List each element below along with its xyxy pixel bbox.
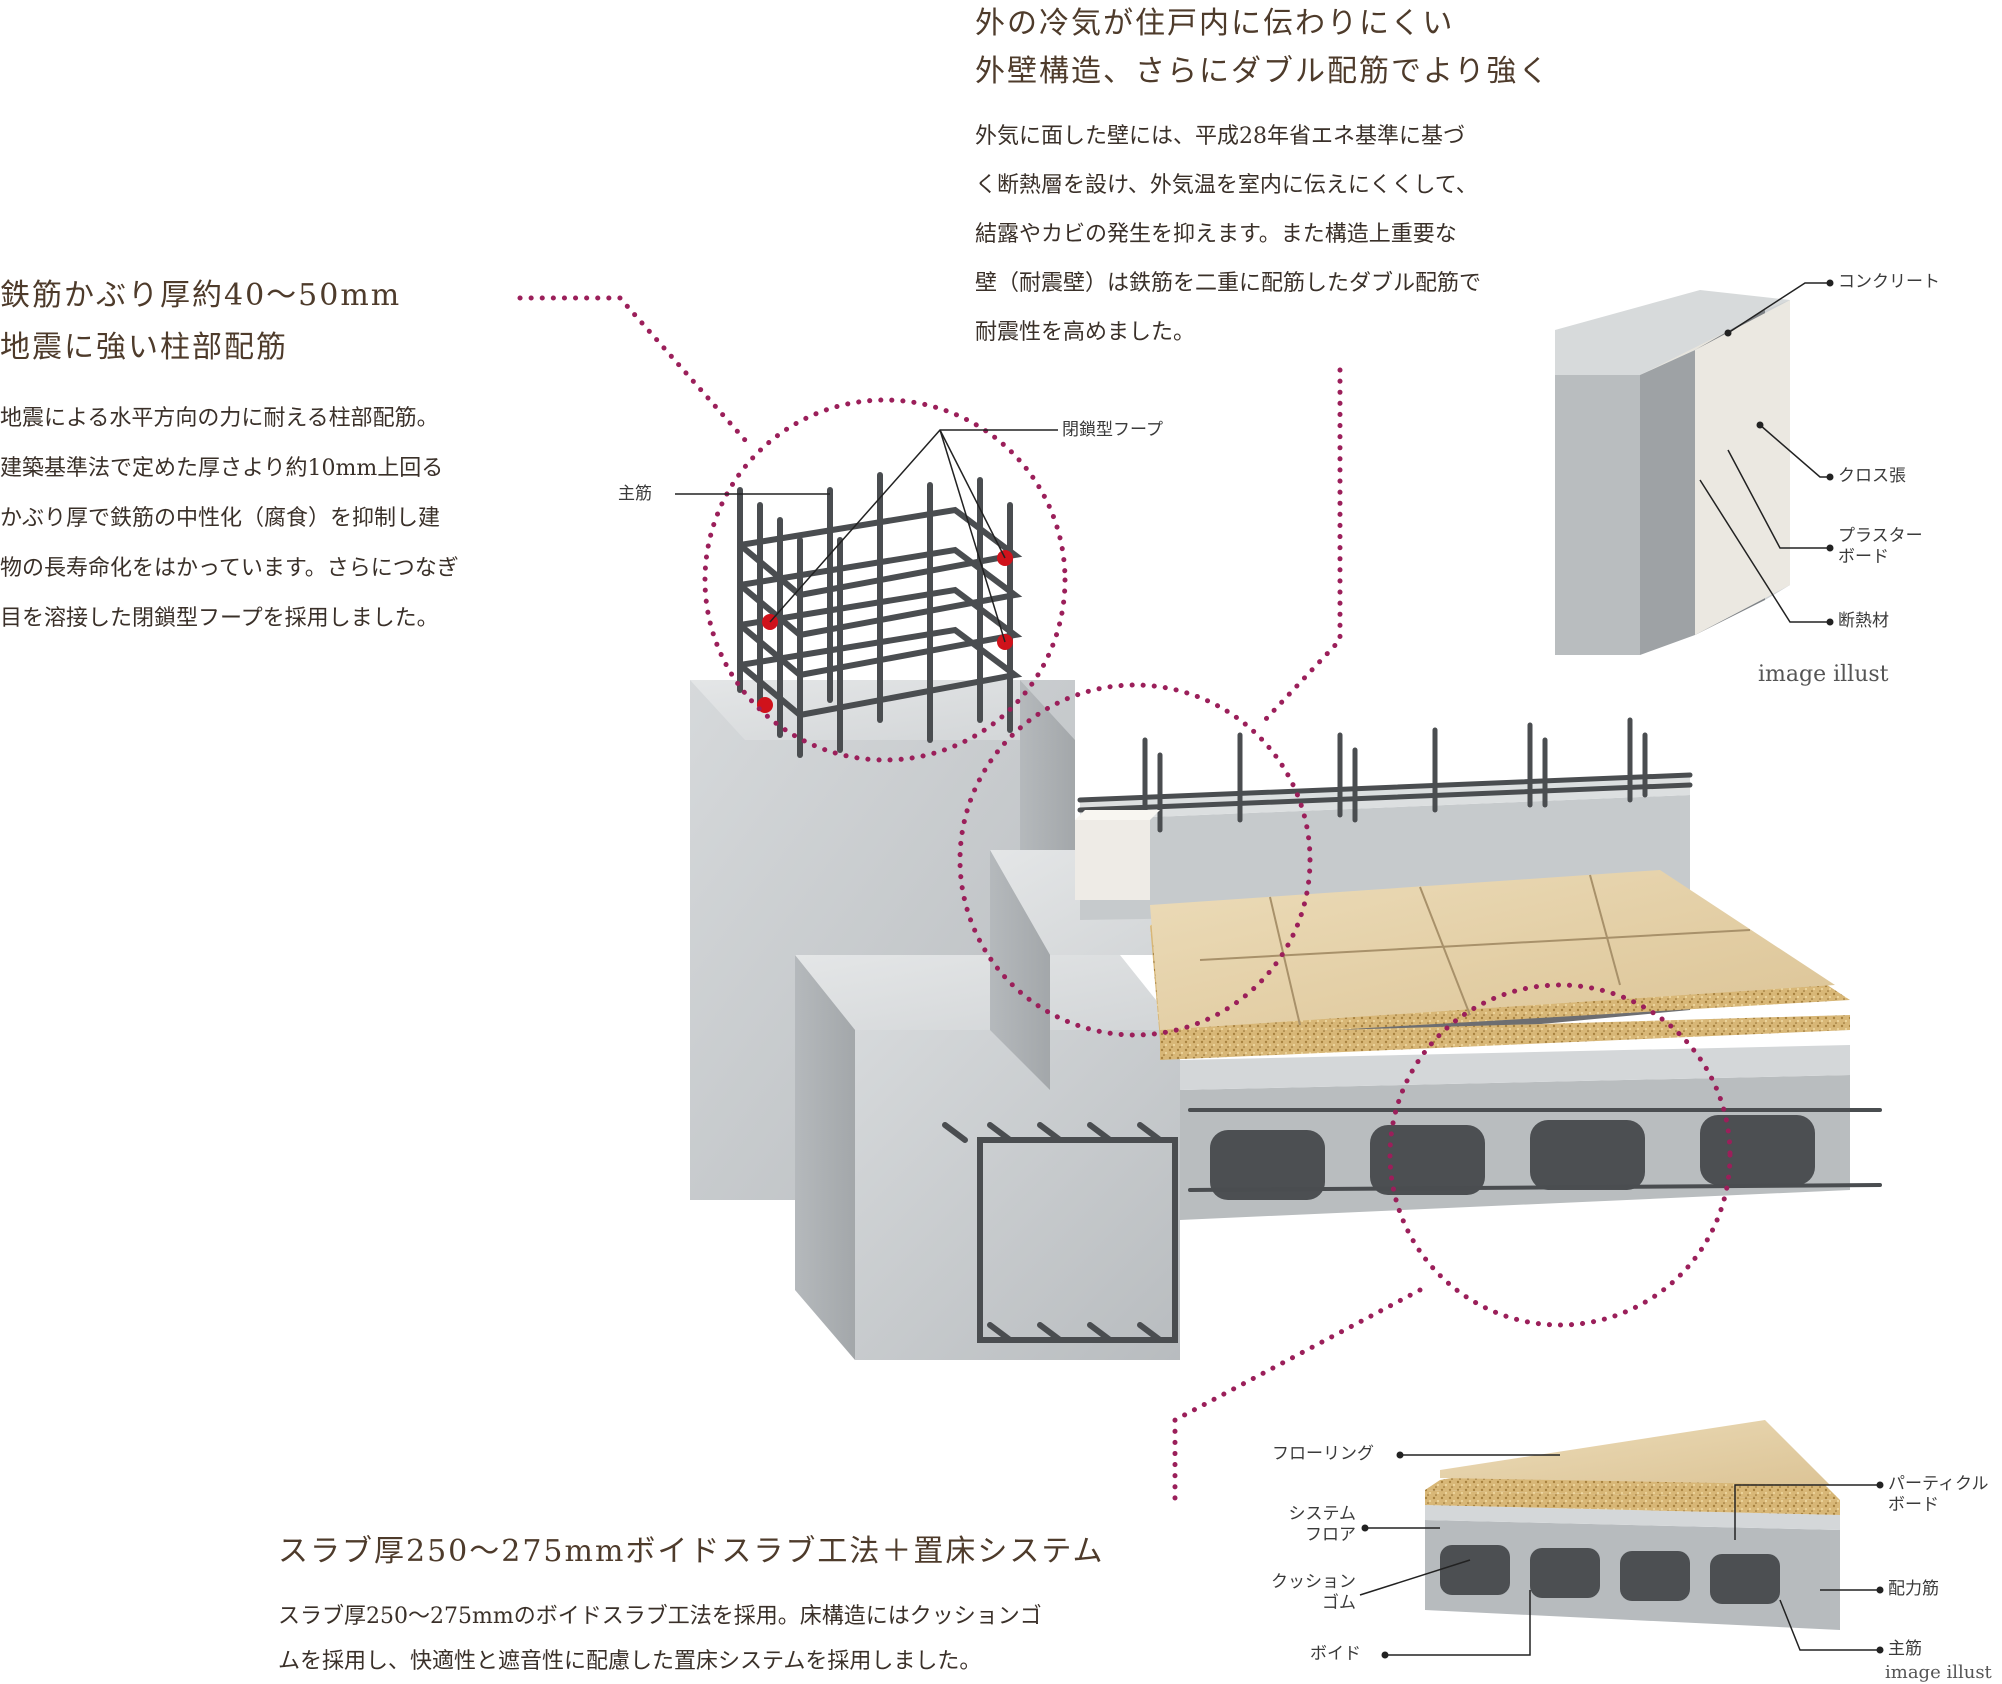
wall-body-line: 耐震性を高めました。 [975, 320, 1196, 345]
beam-rebar [942, 1122, 1178, 1343]
column-heading-line-1: 鉄筋かぶり厚約40～50mm [0, 278, 402, 313]
label-system-floor: システム フロア [1272, 1504, 1357, 1546]
label-flooring: フローリング [1272, 1444, 1374, 1464]
wall-body-line: 結露やカビの発生を抑えます。また構造上重要な [975, 222, 1457, 247]
column-heading-line-2: 地震に強い柱部配筋 [0, 330, 288, 365]
floor-system [1150, 870, 1850, 1060]
wall-section-inset [1555, 290, 1790, 655]
wall-illust-caption: image illust [1758, 662, 1889, 687]
label-slab-main-rebar: 主筋 [1888, 1639, 1922, 1659]
wall-body-line: く断熱層を設け、外気温を室内に伝えにくくして、 [975, 173, 1478, 198]
slab-rebar [1188, 1108, 1882, 1192]
label-plaster-board-line-2: ボード [1838, 547, 1889, 567]
slab-inset-leaders [1359, 1454, 1880, 1656]
label-particle-board: パーティクル ボード [1888, 1474, 1988, 1516]
wall-heading-line-2: 外壁構造、さらにダブル配筋でより強く [975, 54, 1551, 89]
slab-callout-connector [1172, 1287, 1423, 1508]
slab-section-inset [1425, 1420, 1840, 1630]
label-particle-board-line-1: パーティクル [1888, 1474, 1989, 1494]
column-rebar-cage [737, 472, 1023, 758]
slab-body-line: スラブ厚250～275mmのボイドスラブ工法を採用。床構造にはクッションゴ [278, 1604, 1042, 1629]
label-closed-hoop: 閉鎖型フープ [1062, 420, 1163, 440]
label-cushion-rubber-line-2: ゴム [1322, 1593, 1356, 1613]
slab-body-line: ムを採用し、快適性と遮音性に配慮した置床システムを採用しました。 [278, 1649, 982, 1674]
label-distribution-bar: 配力筋 [1888, 1579, 1939, 1599]
beam-block [795, 955, 1180, 1360]
void-slab [1180, 1045, 1850, 1220]
label-plaster-board-line-1: プラスター [1838, 526, 1923, 546]
label-system-floor-line-1: システム [1288, 1504, 1357, 1524]
wall-heading-line-1: 外の冷気が住戸内に伝わりにくい [975, 6, 1455, 41]
wall-body-line: 壁（耐震壁）は鉄筋を二重に配筋したダブル配筋で [975, 271, 1482, 296]
column-body-line: 物の長寿命化をはかっています。さらにつなぎ [0, 556, 459, 581]
slab-callout-circle [1387, 982, 1733, 1328]
slab-inset-dots [1361, 1451, 1884, 1659]
label-void: ボイド [1310, 1644, 1361, 1664]
column-body-line: 建築基準法で定めた厚さより約10mm上回る [0, 456, 444, 481]
wall-callout-connector [1262, 367, 1343, 723]
column-leader-lines [675, 429, 1058, 643]
column-body-line: かぶり厚で鉄筋の中性化（腐食）を抑制し建 [0, 506, 441, 531]
slab-heading: スラブ厚250～275mmボイドスラブ工法＋置床システム [278, 1534, 1105, 1569]
label-cushion-rubber-line-1: クッション [1271, 1572, 1356, 1592]
label-particle-board-line-2: ボード [1888, 1495, 1939, 1515]
wall-callout-circle [957, 682, 1313, 1038]
label-main-rebar: 主筋 [618, 484, 652, 504]
column-body-line: 目を溶接した閉鎖型フープを採用しました。 [0, 606, 439, 631]
slab-illust-caption: image illust [1885, 1662, 1992, 1683]
label-cloth: クロス張 [1838, 466, 1906, 486]
wall-body-line: 外気に面した壁には、平成28年省エネ基準に基づ [975, 124, 1465, 149]
label-insulation: 断熱材 [1838, 611, 1889, 631]
insulation-wall [1075, 810, 1160, 900]
column-callout-circle [702, 397, 1068, 763]
label-plaster-board: プラスター ボード [1838, 526, 1923, 568]
label-system-floor-line-2: フロア [1305, 1525, 1356, 1545]
column-callout-connector [517, 295, 748, 443]
wall-inset-dots [1724, 279, 1834, 626]
callout-circles [517, 295, 1733, 1508]
label-cushion-rubber: クッション ゴム [1262, 1572, 1356, 1614]
back-wall-rebar [1077, 717, 1693, 833]
label-concrete: コンクリート [1838, 272, 1940, 292]
column-body-line: 地震による水平方向の力に耐える柱部配筋。 [0, 406, 439, 431]
